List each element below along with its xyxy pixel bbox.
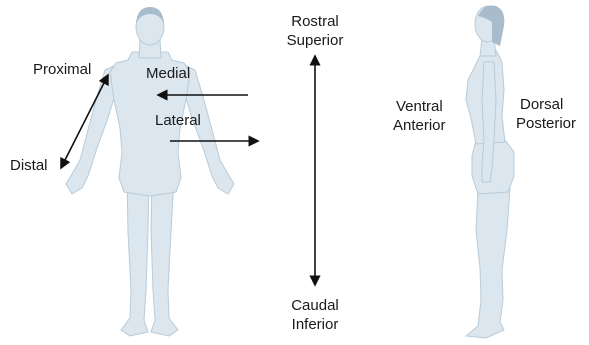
- side-legs: [466, 188, 510, 338]
- caudal-label: Caudal: [270, 297, 360, 315]
- proximal-label: Proximal: [33, 61, 91, 79]
- dorsal-label: Dorsal: [520, 96, 563, 114]
- side-body-figure: [466, 6, 514, 338]
- rostral-label: Rostral: [270, 13, 360, 31]
- lateral-label: Lateral: [155, 112, 201, 130]
- front-left-arm: [66, 64, 118, 194]
- inferior-label: Inferior: [270, 316, 360, 334]
- front-left-leg: [121, 178, 149, 336]
- distal-label: Distal: [10, 157, 48, 175]
- superior-label: Superior: [270, 32, 360, 50]
- anterior-label: Anterior: [393, 117, 446, 135]
- ventral-label: Ventral: [396, 98, 443, 116]
- posterior-label: Posterior: [516, 115, 576, 133]
- medial-label: Medial: [146, 65, 190, 83]
- front-body-figure: [66, 9, 234, 336]
- front-right-leg: [151, 178, 178, 336]
